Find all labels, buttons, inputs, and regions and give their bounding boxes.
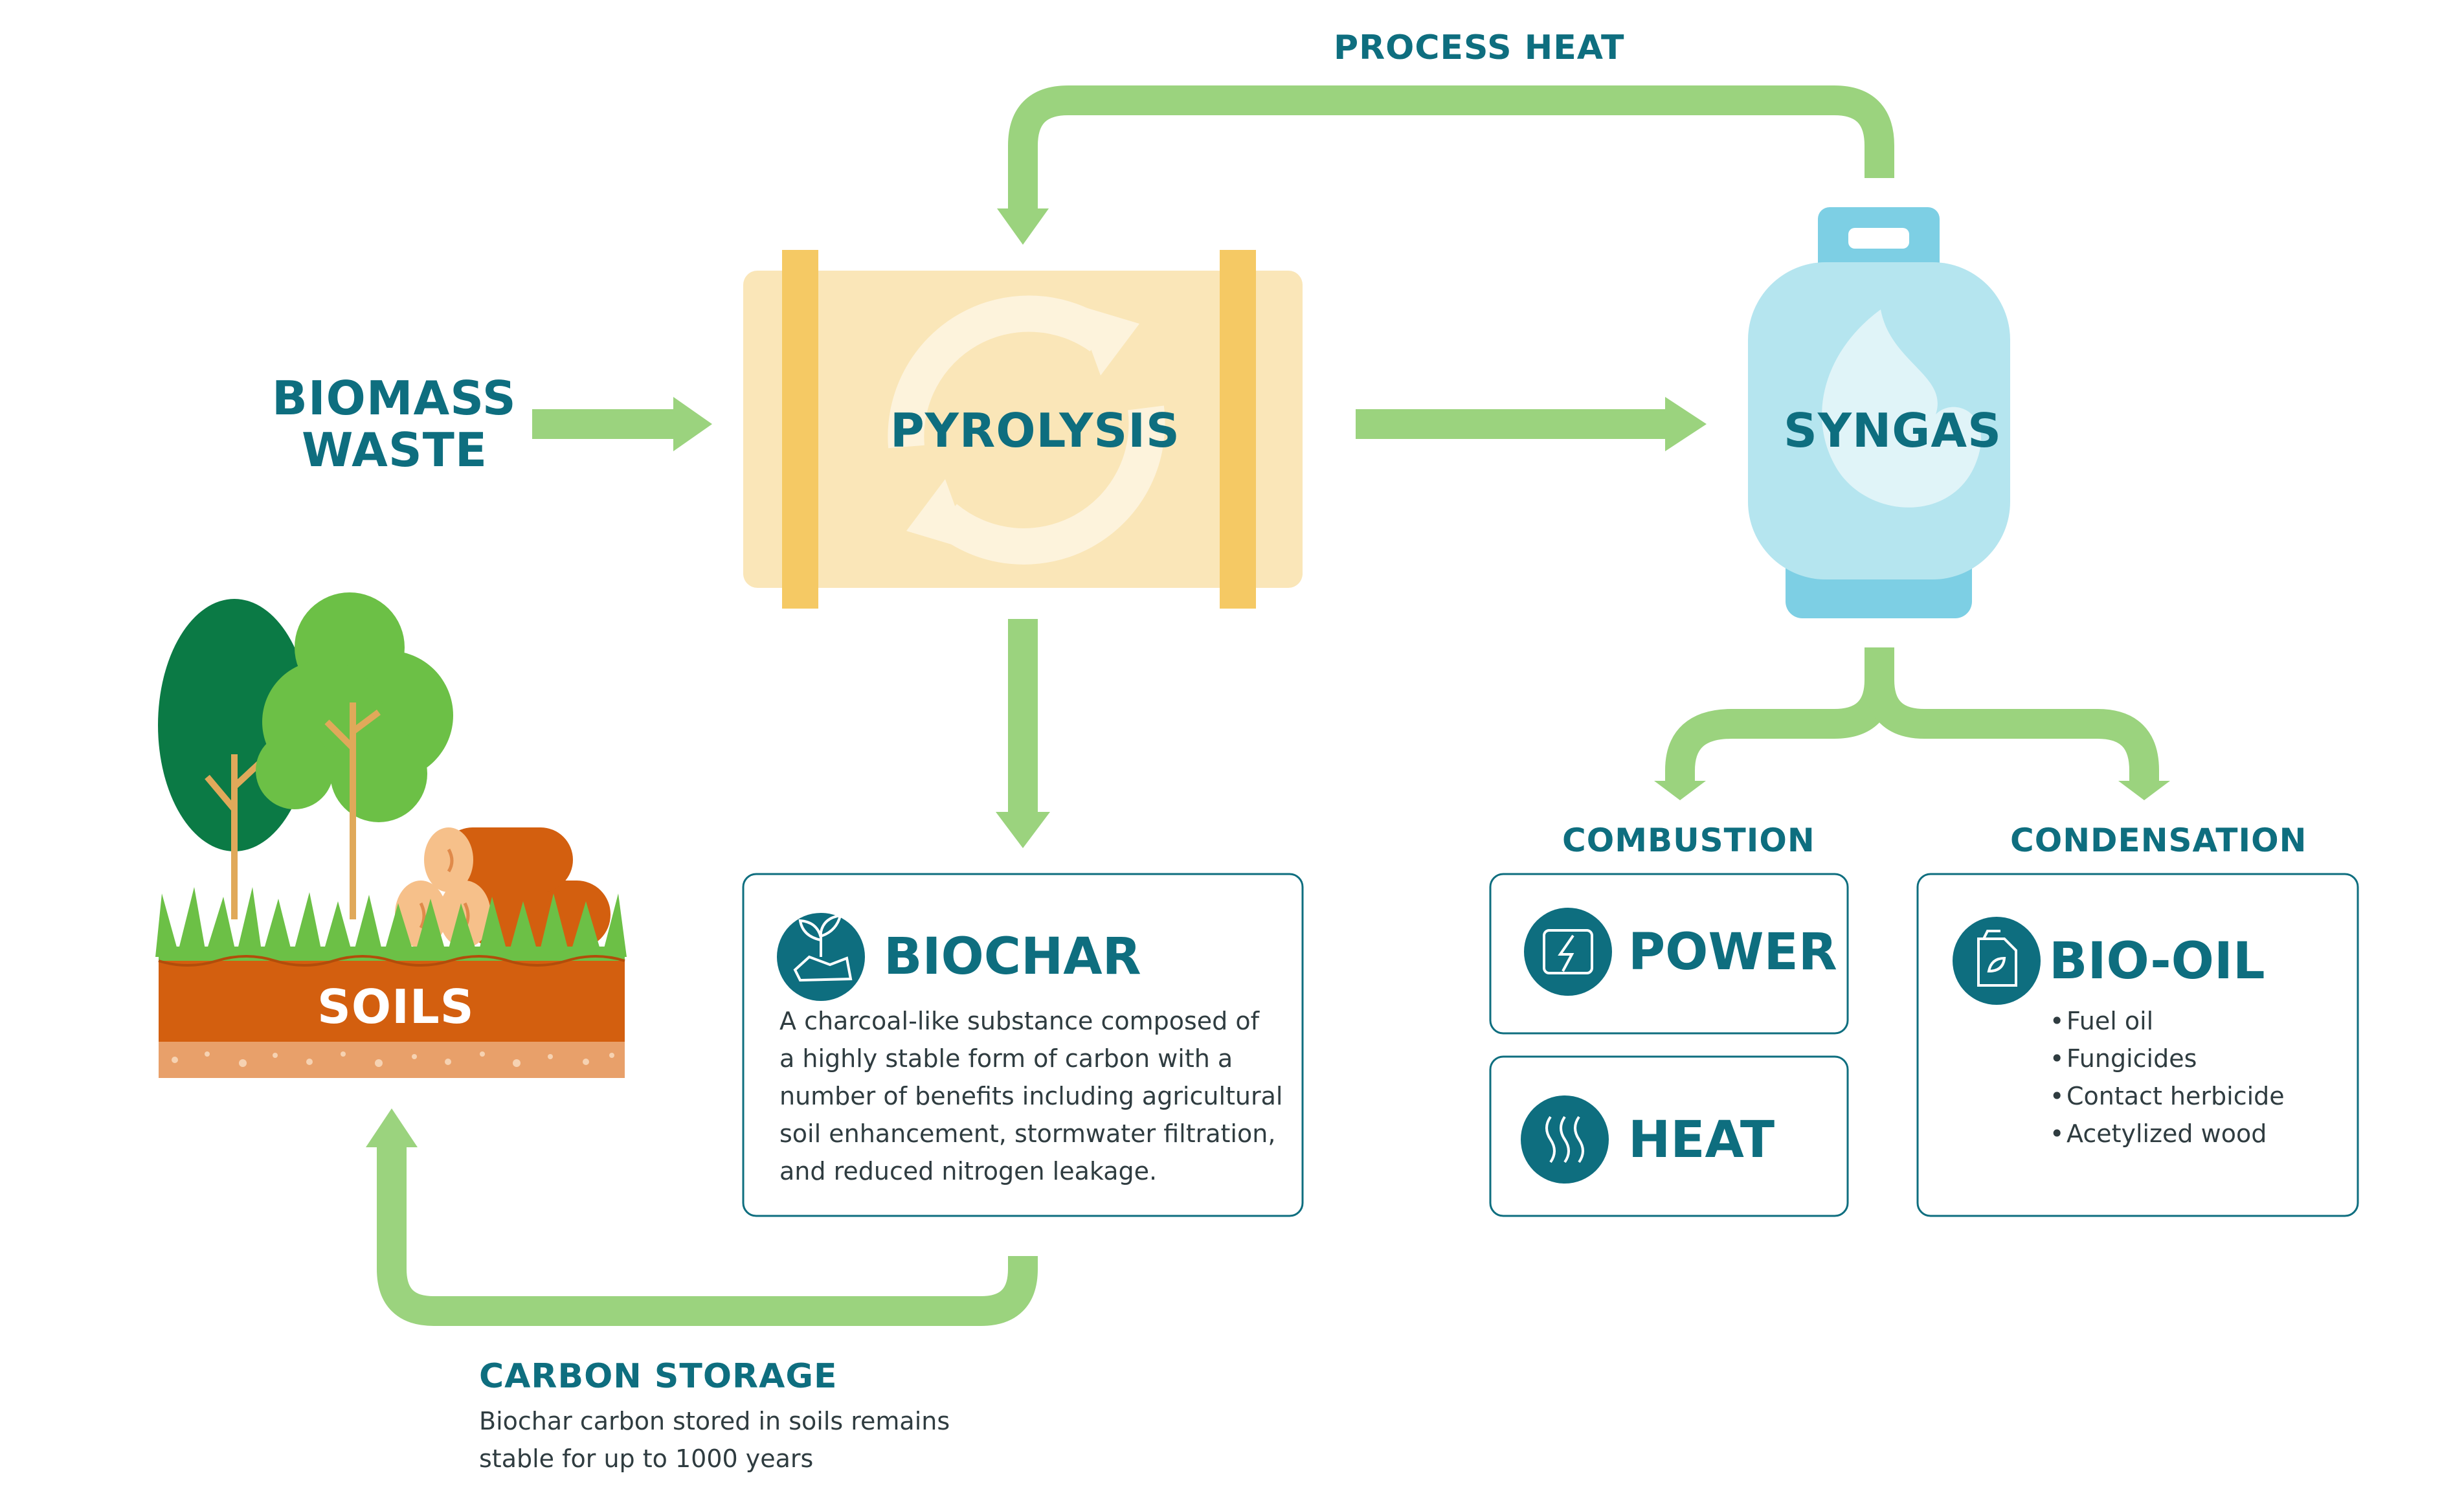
biooil-title: BIO-OIL <box>2049 932 2265 991</box>
flame-icon <box>1822 309 1982 508</box>
biochar-desc-line: and reduced nitrogen leakage. <box>779 1157 1158 1185</box>
arrow-pyrolysis-to-syngas <box>1356 397 1707 451</box>
biochar-desc-line: soil enhancement, stormwater filtration, <box>779 1119 1276 1148</box>
soils-illustration <box>155 592 627 1078</box>
cycle-icon <box>888 295 1165 565</box>
heat-icon <box>1521 1095 1609 1184</box>
power-title: POWER <box>1628 923 1837 982</box>
syngas-label: SYNGAS <box>1784 403 2002 458</box>
biooil-item: Fungicides <box>2050 1040 2285 1077</box>
bio-oil-icon <box>1953 917 2041 1005</box>
biooil-item: Contact herbicide <box>2050 1077 2285 1115</box>
biochar-box <box>742 873 1304 1217</box>
grass <box>155 887 627 957</box>
combustion-label: COMBUSTION <box>1562 822 1815 859</box>
biooil-list: Fuel oil Fungicides Contact herbicide Ac… <box>2050 1002 2285 1152</box>
carbon-storage-desc-line1: Biochar carbon stored in soils remains <box>479 1407 950 1435</box>
power-icon <box>1524 908 1612 996</box>
pyrolysis-drum <box>743 250 1303 609</box>
arrow-pyrolysis-to-biochar <box>996 619 1050 848</box>
biochar-title: BIOCHAR <box>884 928 1141 986</box>
syngas-tank <box>1748 207 2010 618</box>
process-heat-label: PROCESS HEAT <box>1334 28 1625 67</box>
biochar-desc-line: a highly stable form of carbon with a <box>779 1044 1233 1073</box>
soils-label: SOILS <box>317 980 475 1034</box>
arrow-biomass-to-pyrolysis <box>532 397 712 451</box>
heat-title: HEAT <box>1628 1111 1775 1169</box>
condensation-label: CONDENSATION <box>2010 822 2307 859</box>
biochar-desc-line: number of benefits including agricultura… <box>779 1082 1283 1110</box>
arrow-syngas-split <box>1654 647 2170 800</box>
carbon-storage-label: CARBON STORAGE <box>479 1357 838 1396</box>
arrow-carbon-storage <box>366 1108 1038 1326</box>
biochar-description: A charcoal-like substance composed of a … <box>779 1002 1282 1190</box>
biooil-item: Acetylized wood <box>2050 1115 2285 1152</box>
biomass-waste-line1: BIOMASS <box>272 371 517 425</box>
biochar-icon <box>777 913 865 1001</box>
biooil-item: Fuel oil <box>2050 1002 2285 1040</box>
biomass-waste-line2: WASTE <box>302 423 488 477</box>
carbon-storage-desc-line2: stable for up to 1000 years <box>479 1444 814 1473</box>
arrow-process-heat <box>997 85 1894 245</box>
biochar-desc-line: A charcoal-like substance composed of <box>779 1007 1259 1035</box>
pyrolysis-label: PYROLYSIS <box>890 403 1180 458</box>
